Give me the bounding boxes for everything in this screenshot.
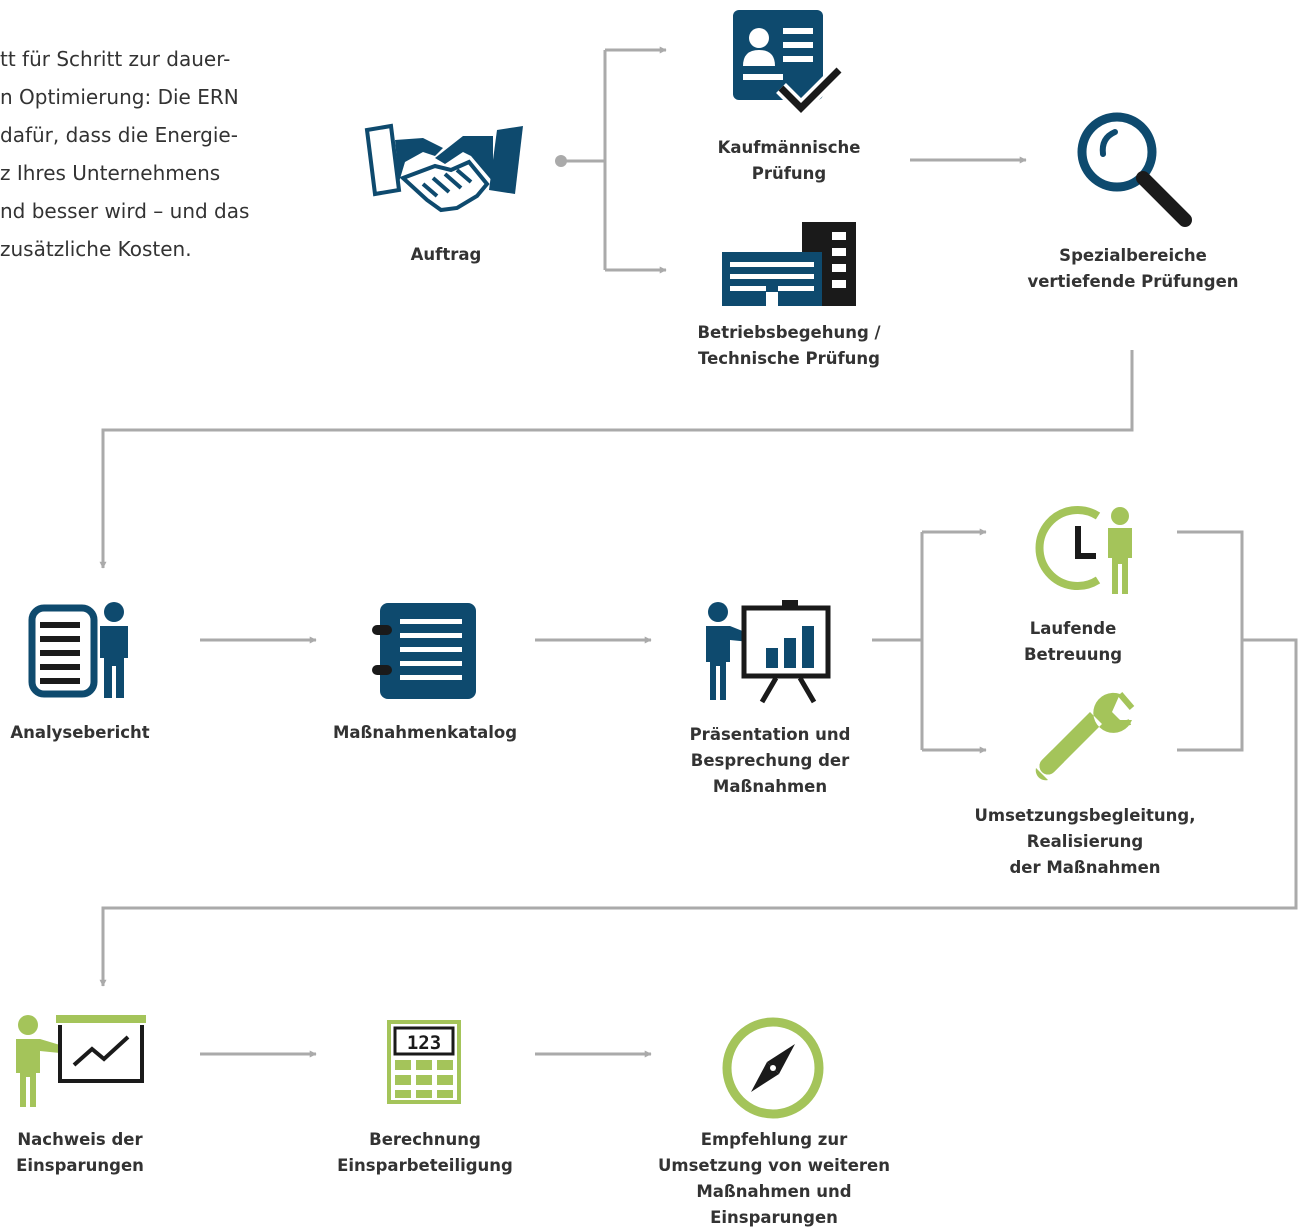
compass-icon bbox=[722, 1017, 824, 1119]
label-line: Maßnahmenkatalog bbox=[332, 723, 518, 742]
savings-chart-icon bbox=[16, 1015, 146, 1107]
intro-line: n Optimierung: Die ERN bbox=[0, 85, 239, 109]
label-line: Prüfung bbox=[751, 164, 827, 183]
label-line: Berechnung bbox=[369, 1130, 481, 1149]
building-icon bbox=[722, 222, 856, 306]
label-line: Betreuung bbox=[1023, 645, 1123, 664]
label-line: Kaufmännische bbox=[717, 138, 861, 157]
step-label: Spezialbereiche vertiefende Prüfungen bbox=[1027, 243, 1238, 295]
notebook-icon bbox=[372, 603, 476, 699]
intro-line: dafür, dass die Energie- bbox=[0, 123, 238, 147]
step-label: Analysebericht bbox=[10, 720, 149, 746]
label-line: Umsetzungsbegleitung, bbox=[974, 806, 1196, 825]
step-label: Nachweis der Einsparungen bbox=[16, 1127, 144, 1179]
label-line: Einsparungen bbox=[710, 1208, 838, 1227]
presentation-icon bbox=[706, 600, 831, 704]
label-line: Laufende bbox=[1029, 619, 1117, 638]
connector-merge bbox=[1177, 530, 1244, 752]
connector-row2-row3 bbox=[99, 638, 1298, 987]
calculator-icon: 123 bbox=[387, 1020, 461, 1104]
wrench-icon bbox=[1035, 692, 1135, 781]
step-label: Umsetzungsbegleitung, Realisierung der M… bbox=[975, 803, 1196, 881]
label-line: Präsentation und bbox=[689, 725, 851, 744]
document-check-icon bbox=[733, 10, 844, 118]
calculator-display: 123 bbox=[407, 1032, 441, 1054]
label-line: Besprechung der bbox=[690, 751, 850, 770]
intro-line: nd besser wird – und das bbox=[0, 199, 250, 223]
label-line: Maßnahmen bbox=[712, 777, 828, 796]
label-line: Empfehlung zur bbox=[700, 1130, 848, 1149]
label-line: Einsparbeteiligung bbox=[337, 1156, 513, 1175]
label-line: Analysebericht bbox=[10, 723, 150, 742]
label-line: Realisierung bbox=[1026, 832, 1144, 851]
intro-line: z Ihres Unternehmens bbox=[0, 161, 221, 185]
label-line: Maßnahmen und bbox=[696, 1182, 852, 1201]
label-line: Einsparungen bbox=[16, 1156, 144, 1175]
label-line: der Maßnahmen bbox=[1009, 858, 1161, 877]
label-line: vertiefende Prüfungen bbox=[1027, 272, 1239, 291]
intro-line: tt für Schritt zur dauer- bbox=[0, 47, 231, 71]
label-line: Nachweis der bbox=[17, 1130, 143, 1149]
label-line: Auftrag bbox=[410, 245, 482, 264]
handshake-icon bbox=[364, 123, 523, 213]
magnifier-icon bbox=[1077, 112, 1192, 227]
step-label: Laufende Betreuung bbox=[1024, 616, 1122, 668]
step-label: Kaufmännische Prüfung bbox=[718, 135, 861, 187]
report-person-icon bbox=[28, 602, 128, 698]
label-line: Technische Prüfung bbox=[698, 349, 880, 368]
connector-row1-row2 bbox=[99, 350, 1134, 569]
intro-line: zusätzliche Kosten. bbox=[0, 237, 192, 261]
label-line: Umsetzung von weiteren bbox=[658, 1156, 890, 1175]
step-label: Berechnung Einsparbeteiligung bbox=[337, 1127, 513, 1179]
step-label: Präsentation und Besprechung der Maßnahm… bbox=[690, 722, 851, 800]
step-label: Betriebsbegehung / Technische Prüfung bbox=[697, 320, 880, 372]
step-label: Auftrag bbox=[411, 242, 482, 268]
clock-person-icon bbox=[1035, 506, 1132, 594]
label-line: Spezialbereiche bbox=[1059, 246, 1207, 265]
label-line: Betriebsbegehung / bbox=[697, 323, 881, 342]
step-label: Maßnahmenkatalog bbox=[333, 720, 517, 746]
intro-text: tt für Schritt zur dauer- n Optimierung:… bbox=[0, 40, 300, 268]
step-label: Empfehlung zur Umsetzung von weiteren Ma… bbox=[658, 1127, 890, 1231]
